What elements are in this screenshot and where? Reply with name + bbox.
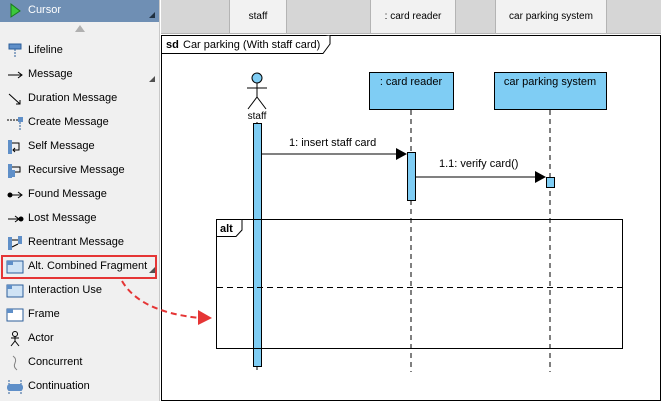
palette-item-label: Reentrant Message	[28, 236, 124, 248]
palette-item-label: Frame	[28, 308, 60, 320]
arrowhead-icon	[535, 171, 546, 183]
more-options-icon[interactable]	[149, 12, 155, 18]
highlight-box	[1, 255, 157, 279]
pointer-arrowhead-icon	[198, 310, 212, 325]
cursor-icon	[10, 3, 21, 18]
actor-icon	[10, 331, 20, 347]
more-options-icon[interactable]	[149, 76, 155, 82]
palette-item-label: Duration Message	[28, 92, 118, 104]
lifeline-car-parking-system[interactable]	[494, 72, 607, 110]
palette-item-concurrent[interactable]: Concurrent	[0, 352, 159, 374]
palette-item-lifeline[interactable]: Lifeline	[0, 40, 159, 62]
frame-keyword: sd	[166, 39, 179, 51]
palette-item-label: Message	[28, 68, 73, 80]
alt-combined-fragment[interactable]	[216, 219, 623, 349]
more-options-icon[interactable]	[149, 267, 155, 273]
duration-message-icon	[8, 93, 21, 105]
palette-item-label: Lost Message	[28, 212, 97, 224]
palette-item-lost-message[interactable]: Lost Message	[0, 208, 159, 230]
palette-item-label: Alt. Combined Fragment	[28, 260, 148, 272]
arrowhead-icon	[396, 148, 407, 160]
palette-item-label: Actor	[28, 332, 54, 344]
palette-item-alt-combined-fragment[interactable]: Alt. Combined Fragment	[0, 256, 159, 278]
frame-label-tab	[161, 35, 331, 54]
palette-item-frame[interactable]: Frame	[0, 304, 159, 326]
palette-item-label: Self Message	[28, 140, 95, 152]
palette-item-interaction-use[interactable]: Interaction Use	[0, 280, 159, 302]
activation-staff[interactable]	[253, 123, 262, 367]
actor-name: staff	[248, 111, 267, 122]
palette-item-label: Concurrent	[28, 356, 83, 368]
scroll-up-icon[interactable]	[75, 25, 85, 32]
palette-item-found-message[interactable]: Found Message	[0, 184, 159, 206]
concurrent-icon	[12, 355, 18, 371]
frame-icon	[6, 308, 24, 322]
recursive-message-icon	[8, 164, 21, 178]
header-tab-card-reader[interactable]: : card reader	[370, 0, 456, 33]
header-tab-staff[interactable]: staff	[229, 0, 287, 33]
activation-car-parking-system[interactable]	[546, 177, 555, 188]
message-label-2: 1.1: verify card()	[439, 158, 518, 170]
fragment-operator-tab	[216, 219, 243, 237]
activation-card-reader[interactable]	[407, 152, 416, 201]
header-tab-car-parking-system[interactable]: car parking system	[495, 0, 607, 33]
palette-item-label: Create Message	[28, 116, 109, 128]
lifeline-card-reader[interactable]	[369, 72, 454, 110]
lifeline-header-strip: staff : card reader car parking system	[161, 0, 661, 34]
lifeline-label-car-parking-system: car parking system	[504, 76, 596, 88]
palette-item-label: Lifeline	[28, 44, 63, 56]
lifeline-icon	[8, 43, 22, 58]
palette-item-message[interactable]: Message	[0, 64, 159, 86]
continuation-icon	[7, 380, 23, 394]
palette-item-duration-message[interactable]: Duration Message	[0, 88, 159, 110]
message-arrow-icon	[8, 71, 23, 79]
palette-item-continuation[interactable]: Continuation	[0, 376, 159, 398]
palette-item-label: Recursive Message	[28, 164, 125, 176]
self-message-icon	[8, 140, 20, 154]
fragment-operator: alt	[220, 223, 233, 235]
palette-panel: Cursor Lifeline Message Duration Message…	[0, 0, 160, 401]
message-label-1: 1: insert staff card	[289, 137, 376, 149]
lost-message-icon	[8, 215, 24, 223]
palette-item-cursor[interactable]: Cursor	[0, 0, 159, 22]
palette-item-label: Cursor	[28, 4, 62, 16]
palette-item-label: Interaction Use	[28, 284, 102, 296]
palette-item-reentrant-message[interactable]: Reentrant Message	[0, 232, 159, 254]
palette-item-create-message[interactable]: Create Message	[0, 112, 159, 134]
palette-item-recursive-message[interactable]: Recursive Message	[0, 160, 159, 182]
combined-fragment-icon	[6, 260, 24, 274]
interaction-use-icon	[6, 284, 24, 298]
lifeline-label-card-reader: : card reader	[380, 76, 443, 88]
found-message-icon	[7, 191, 23, 199]
palette-item-label: Continuation	[28, 380, 90, 392]
actor-staff[interactable]	[247, 72, 267, 110]
palette-item-label: Found Message	[28, 188, 107, 200]
palette-item-actor[interactable]: Actor	[0, 328, 159, 350]
create-message-icon	[7, 117, 23, 130]
palette-item-self-message[interactable]: Self Message	[0, 136, 159, 158]
frame-title: Car parking (With staff card)	[183, 39, 320, 51]
reentrant-message-icon	[8, 236, 22, 250]
